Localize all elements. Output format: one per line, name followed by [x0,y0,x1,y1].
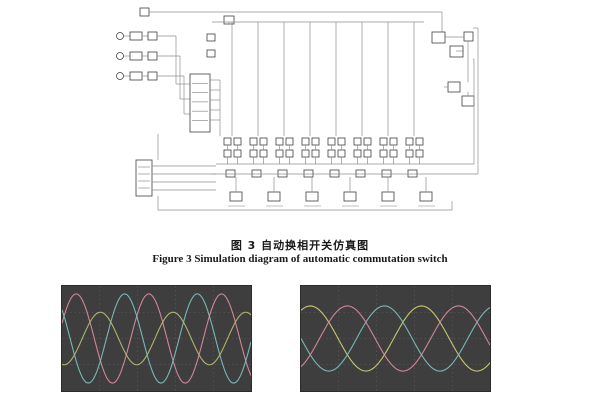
figure-caption-english: Figure 3 Simulation diagram of automatic… [152,253,448,265]
figure-caption-chinese: 图 3 自动换相开关仿真图 [230,239,370,252]
simulink-diagram-canvas [116,7,479,211]
scope-right-waveforms [301,286,490,391]
scope-right-panel [300,285,491,392]
simulink-diagram [112,4,486,236]
scope-left-panel [61,285,252,392]
scope-left-waveforms [62,286,251,391]
scope-panels [0,285,600,393]
figure-captions: 图 3 自动换相开关仿真图 Figure 3 Simulation diagra… [0,239,600,266]
